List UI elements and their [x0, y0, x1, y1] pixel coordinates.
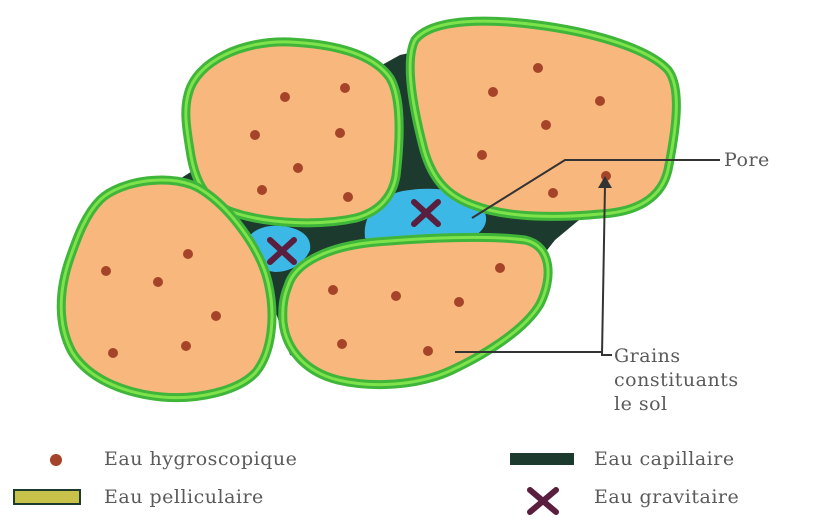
legend-hygroscopic-label: Eau hygroscopique — [104, 448, 297, 470]
grains-label-line-1: Grains — [614, 344, 739, 368]
legend-film-label: Eau pelliculaire — [104, 486, 264, 508]
legend-capillary-label: Eau capillaire — [594, 448, 735, 470]
film-legend-icon — [14, 490, 80, 504]
capillary-legend-icon — [510, 453, 574, 465]
grains-label-line-2: constituants — [614, 368, 739, 392]
grain-top-left — [186, 42, 399, 223]
grain-bottom-center — [283, 237, 548, 384]
grains-label: Grains constituants le sol — [614, 344, 739, 416]
legend-gravitational-label: Eau gravitaire — [594, 486, 739, 508]
grains-label-line-3: le sol — [614, 392, 739, 416]
hygroscopic-legend-icon — [50, 454, 62, 466]
pore-label: Pore — [724, 148, 770, 172]
gravitational-legend-icon — [530, 490, 556, 512]
